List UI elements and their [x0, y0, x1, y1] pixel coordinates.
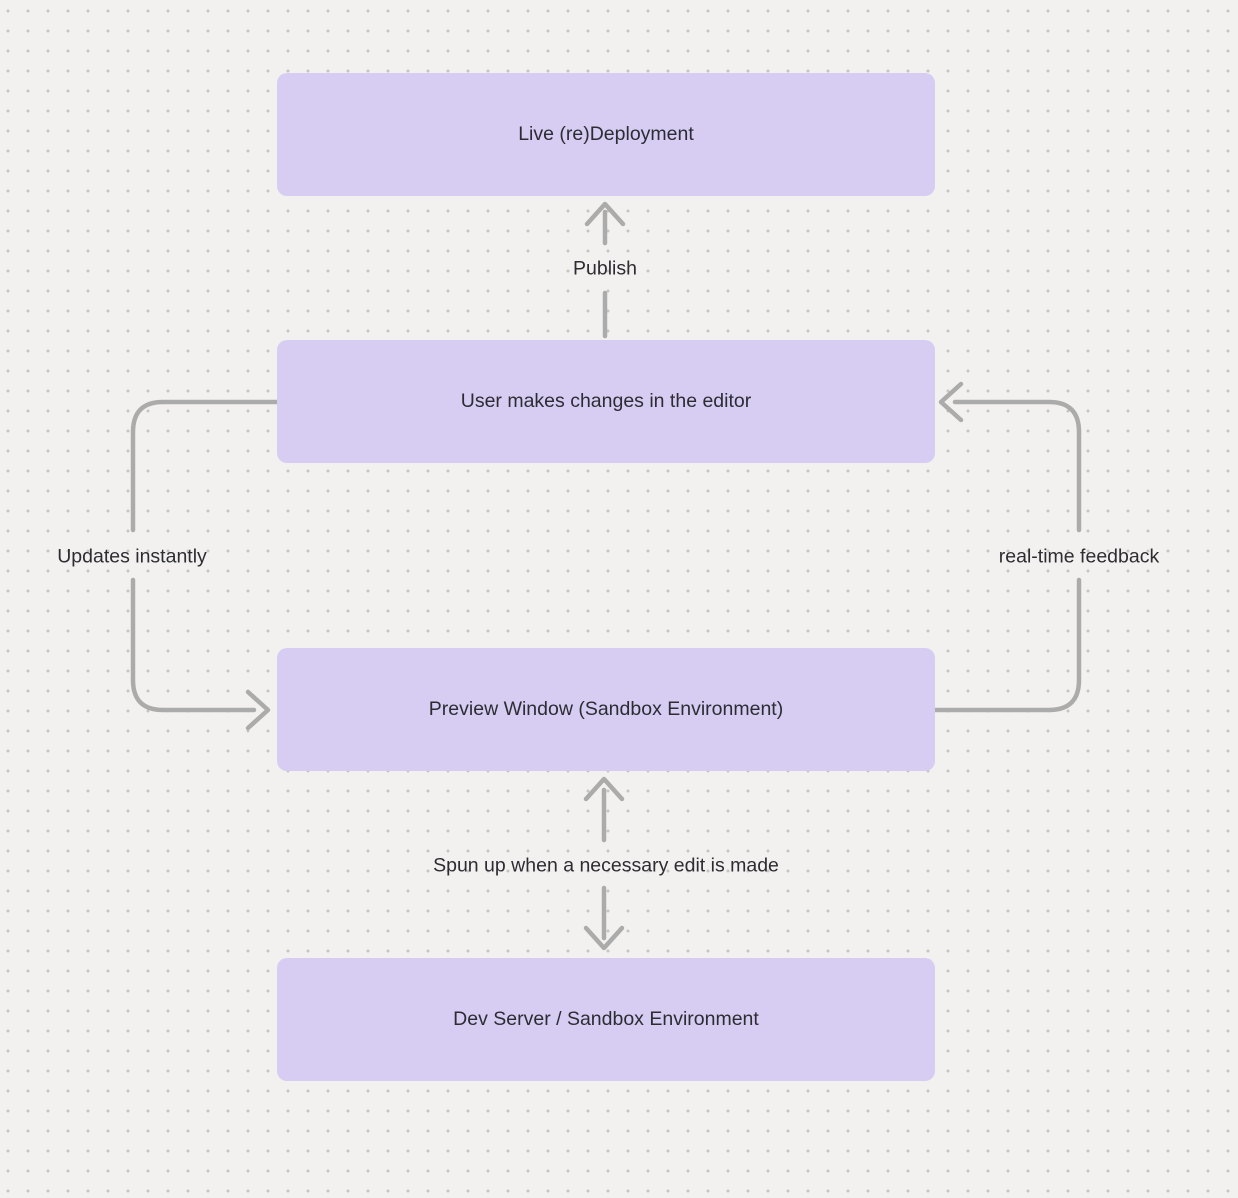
node-label: Preview Window (Sandbox Environment)	[428, 698, 784, 721]
arrowhead-left-icon	[938, 381, 964, 423]
node-live-redeployment[interactable]: Live (re)Deployment	[277, 73, 935, 196]
arrowhead-up-icon	[583, 776, 625, 802]
edge-feedback-lower-curve	[932, 577, 1082, 713]
node-label: Dev Server / Sandbox Environment	[453, 1008, 759, 1031]
edge-feedback-upper-curve	[952, 399, 1082, 533]
arrowhead-up-icon	[584, 201, 626, 227]
node-user-editor[interactable]: User makes changes in the editor	[277, 340, 935, 463]
edge-publish-arrow	[584, 201, 626, 339]
edge-updates-instantly-arrow	[130, 399, 280, 731]
node-preview-window[interactable]: Preview Window (Sandbox Environment)	[277, 648, 935, 771]
node-dev-server[interactable]: Dev Server / Sandbox Environment	[277, 958, 935, 1081]
edge-label-realtime-feedback: real-time feedback	[998, 545, 1160, 568]
edge-updates-lower-curve	[130, 577, 257, 713]
node-label: User makes changes in the editor	[460, 390, 752, 413]
edge-spun-up-arrows	[583, 776, 625, 951]
node-label: Live (re)Deployment	[518, 123, 694, 146]
edge-realtime-feedback-arrow	[932, 381, 1082, 713]
arrowhead-right-icon	[245, 689, 271, 731]
edge-label-publish: Publish	[573, 257, 637, 280]
edge-label-updates-instantly: Updates instantly	[57, 545, 207, 568]
edge-updates-upper-curve	[130, 399, 280, 533]
edge-label-spun-up: Spun up when a necessary edit is made	[433, 854, 779, 877]
arrowhead-down-icon	[583, 925, 625, 951]
